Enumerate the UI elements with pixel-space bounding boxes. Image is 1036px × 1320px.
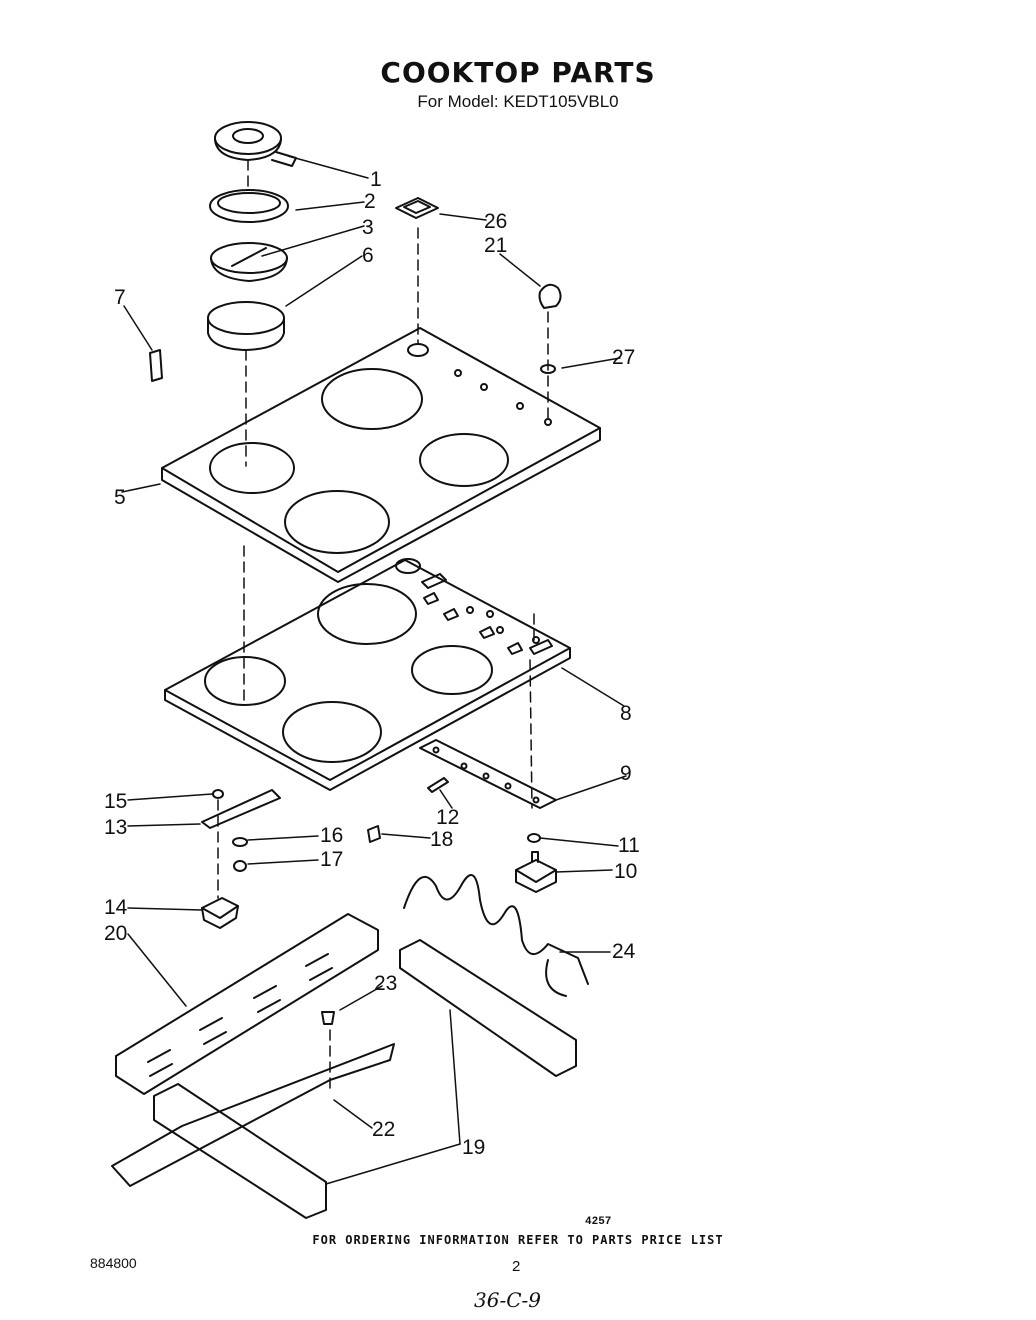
callout-5: 5 <box>114 486 126 509</box>
handwritten-note: 36-C-9 <box>474 1288 541 1312</box>
leader-lines <box>121 155 627 1185</box>
callout-26: 26 <box>484 210 507 233</box>
page-number: 2 <box>512 1258 521 1275</box>
support-ring-part[interactable] <box>207 301 285 351</box>
ordering-info-note: FOR ORDERING INFORMATION REFER TO PARTS … <box>312 1233 724 1247</box>
callout-12: 12 <box>436 806 459 829</box>
callout-10: 10 <box>614 860 637 883</box>
callout-23: 23 <box>374 972 397 995</box>
infinite-switch-part[interactable] <box>201 897 239 929</box>
vent-grille-part[interactable] <box>395 197 439 219</box>
plug-button-part[interactable] <box>367 825 381 843</box>
rear-channel-part[interactable] <box>111 939 577 1219</box>
model-subtitle: For Model: KEDT105VBL0 <box>417 92 619 111</box>
page-title: COOKTOP PARTS <box>380 56 656 89</box>
screw-plug-part[interactable] <box>321 1011 335 1025</box>
document-number: 884800 <box>90 1255 137 1271</box>
callout-19: 19 <box>462 1136 485 1159</box>
lock-washer-part[interactable] <box>233 860 247 872</box>
callout-11: 11 <box>618 834 640 857</box>
control-bracket-part[interactable] <box>419 739 557 809</box>
callout-22: 22 <box>372 1118 395 1141</box>
callout-16: 16 <box>320 824 343 847</box>
switch-part[interactable] <box>515 851 557 893</box>
callout-24: 24 <box>612 940 636 963</box>
callout-6: 6 <box>362 244 374 267</box>
spacer-part[interactable] <box>427 777 449 793</box>
callout-27: 27 <box>612 346 635 369</box>
main-top-part[interactable] <box>164 558 571 791</box>
nut-part[interactable] <box>232 837 248 847</box>
callout-18: 18 <box>430 828 453 851</box>
surface-element-part[interactable] <box>214 121 297 167</box>
callout-8: 8 <box>620 702 632 725</box>
diagram-code: 4257 <box>585 1216 612 1228</box>
screw-part[interactable] <box>212 789 224 799</box>
reflector-pan-part[interactable] <box>210 242 288 282</box>
wiring-harness-part[interactable] <box>403 874 589 997</box>
clip-part[interactable] <box>149 349 163 382</box>
front-channel-part[interactable] <box>115 913 379 1095</box>
callout-labels: 1 2 3 6 7 5 26 21 27 8 9 11 10 12 15 13 … <box>104 168 640 1159</box>
callout-14: 14 <box>104 896 128 919</box>
trim-ring-part[interactable] <box>209 189 289 223</box>
callout-15: 15 <box>104 790 127 813</box>
callout-9: 9 <box>620 762 632 785</box>
callout-7: 7 <box>114 286 126 309</box>
callout-2: 2 <box>364 190 376 213</box>
mounting-bracket-part[interactable] <box>201 789 281 829</box>
callout-3: 3 <box>362 216 374 239</box>
callout-17: 17 <box>320 848 343 871</box>
callout-20: 20 <box>104 922 127 945</box>
knob-part[interactable] <box>538 283 562 309</box>
o-ring-part[interactable] <box>527 833 541 843</box>
alignment-lines <box>217 159 549 1093</box>
callout-21: 21 <box>484 234 507 257</box>
cooktop-top-part[interactable] <box>161 327 601 583</box>
callout-1: 1 <box>370 168 382 191</box>
callout-13: 13 <box>104 816 127 839</box>
